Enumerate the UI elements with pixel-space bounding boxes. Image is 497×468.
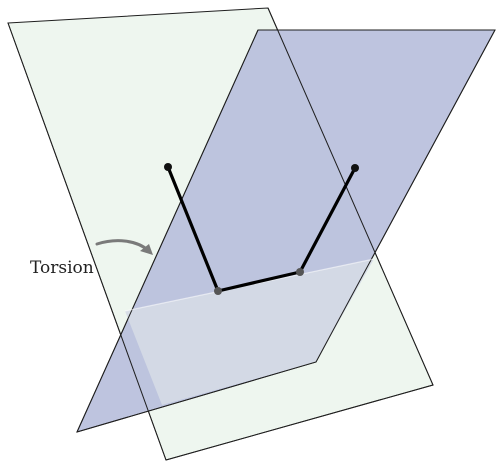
torsion-arrowhead-icon: [140, 244, 153, 255]
plane-a-edge-right: [165, 7, 434, 461]
atom-left-end: [164, 163, 172, 171]
atom-right-center: [296, 268, 304, 276]
plane-b-edge-left: [76, 29, 259, 433]
bond-center: [216, 270, 302, 293]
atom-left-center: [214, 287, 222, 295]
plane-intersection-region: [125, 259, 374, 405]
bond-right: [298, 166, 357, 274]
plane-a-edge-left: [7, 22, 167, 461]
torsion-label: Torsion: [30, 258, 94, 278]
atom-right-end: [351, 164, 359, 172]
plane-b-edge-bottom: [76, 29, 496, 433]
bond-left: [166, 165, 220, 293]
